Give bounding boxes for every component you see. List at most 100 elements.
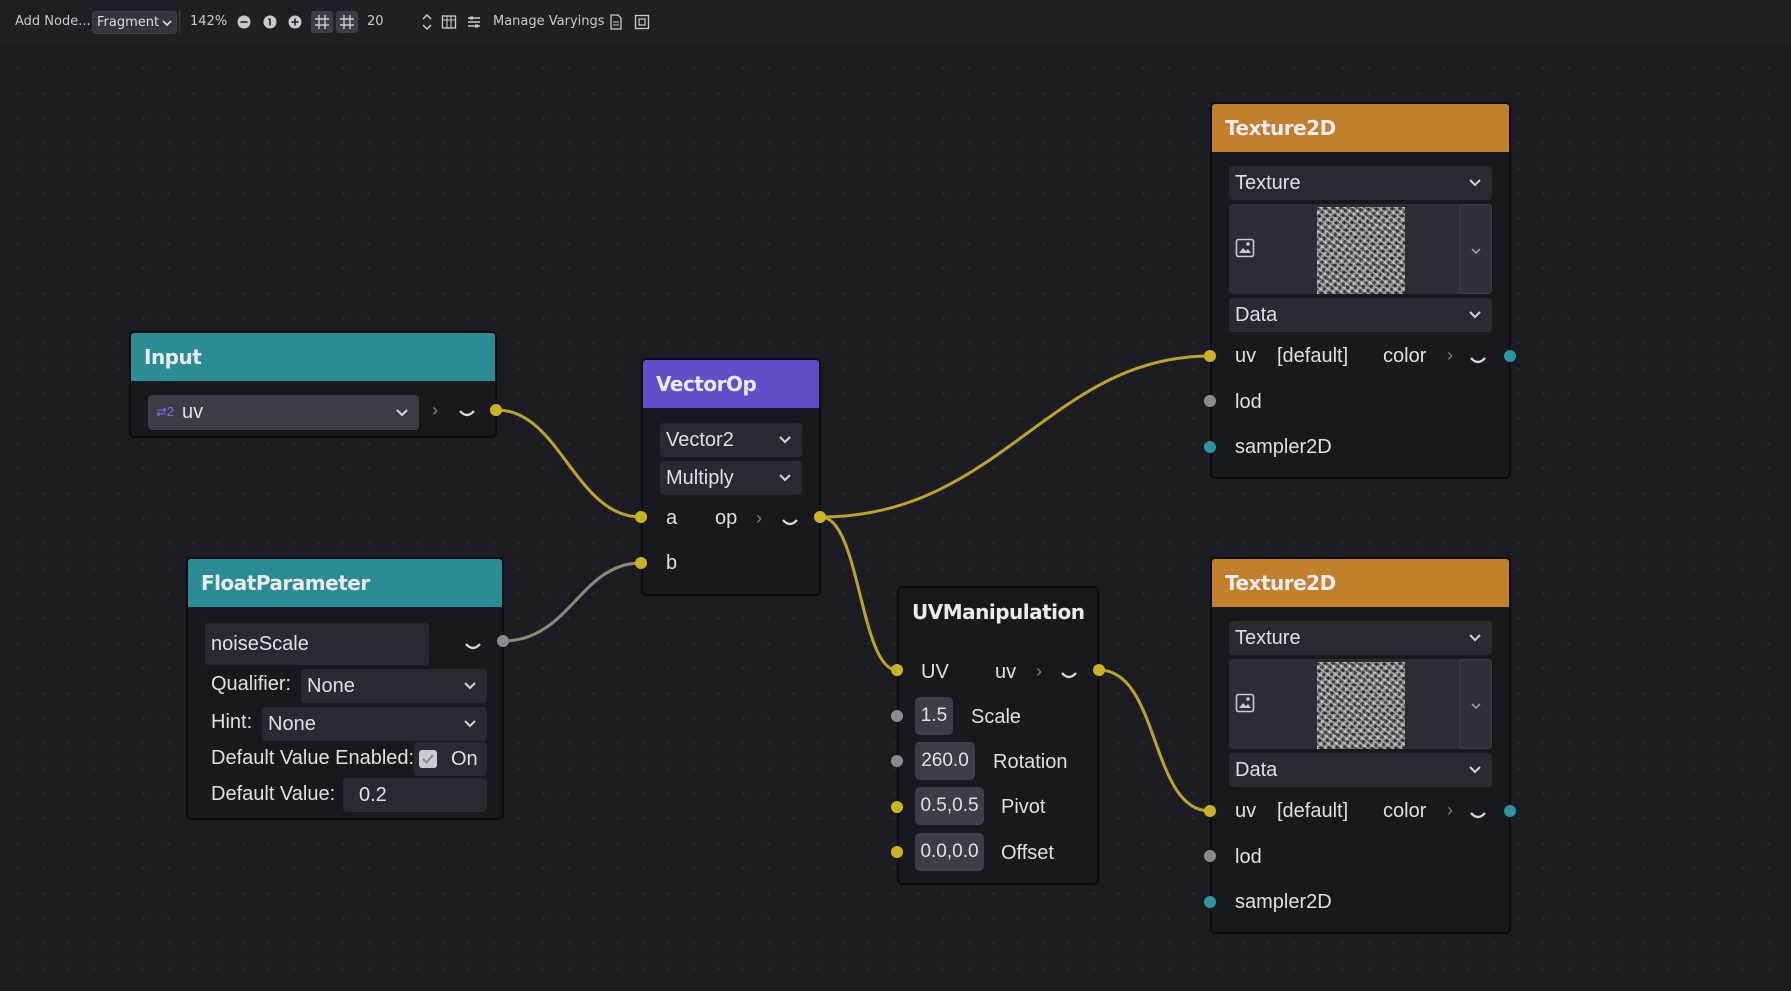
texture-options-button[interactable] <box>1459 659 1492 749</box>
parameter-name-value: noiseScale <box>211 633 309 655</box>
default-value-input[interactable]: 0.2 <box>343 778 487 812</box>
float-parameter-node[interactable]: FloatParameter noiseScale Qualifier: Non… <box>186 557 504 820</box>
grid-size-input[interactable]: 20 <box>367 14 384 29</box>
texture-top-lod-port[interactable] <box>1204 395 1216 407</box>
uv-input-label: UV <box>921 661 949 683</box>
texture-preview[interactable] <box>1229 659 1492 749</box>
output-menu-icon[interactable] <box>458 408 476 420</box>
texture-bottom-uv-port[interactable] <box>1204 805 1216 817</box>
chevron-down-icon <box>1470 243 1482 261</box>
texture-select[interactable]: Texture <box>1229 621 1492 655</box>
texture-select[interactable]: Texture <box>1229 166 1492 200</box>
texture-preview[interactable] <box>1229 204 1492 294</box>
qualifier-select[interactable]: None <box>301 669 487 703</box>
default-label: [default] <box>1277 345 1349 367</box>
rotation-input[interactable]: 260.0 <box>915 742 975 780</box>
chevron-right-icon[interactable]: › <box>1036 661 1042 681</box>
texture2d-node-bottom[interactable]: Texture2D Texture Data uv [default] colo… <box>1210 557 1511 934</box>
add-node-button[interactable]: Add Node... <box>15 14 91 29</box>
vectorop-input-b-port[interactable] <box>635 557 647 569</box>
chevron-down-icon <box>463 707 477 741</box>
connection-input-to-vectorop[interactable] <box>496 408 642 519</box>
texture2d-node-top[interactable]: Texture2D Texture Data uv [default] colo… <box>1210 102 1511 479</box>
vectorop-output-port[interactable] <box>814 511 826 523</box>
node-title: UVManipulation <box>912 600 1085 624</box>
uvmanipulation-node[interactable]: UVManipulation UV uv › 1.5 Scale 260.0 R… <box>897 586 1099 885</box>
default-value-label: Default Value: <box>211 783 336 805</box>
input-variable-select[interactable]: ⇄2 uv <box>148 395 419 430</box>
chevron-down-icon <box>463 669 477 703</box>
toolbar-divider <box>179 10 180 34</box>
vectorop-node[interactable]: VectorOp Vector2 Multiply a op › b <box>641 358 821 596</box>
qualifier-label: Qualifier: <box>211 673 292 695</box>
texture-top-color-port[interactable] <box>1504 350 1516 362</box>
manage-varyings-button[interactable]: Manage Varyings <box>493 14 605 29</box>
rotation-label: Rotation <box>993 751 1068 773</box>
chevron-right-icon[interactable]: › <box>756 508 762 528</box>
output-menu-icon[interactable] <box>1469 810 1487 822</box>
uvmanip-offset-port[interactable] <box>891 846 903 858</box>
texture-top-uv-port[interactable] <box>1204 350 1216 362</box>
uvmanip-rotation-port[interactable] <box>891 755 903 767</box>
grid-show-icon[interactable] <box>336 11 358 33</box>
pivot-label: Pivot <box>1001 796 1046 818</box>
offset-input[interactable]: 0.0,0.0 <box>915 833 984 871</box>
data-select-value: Data <box>1235 759 1278 781</box>
output-menu-icon[interactable] <box>464 641 482 653</box>
texture-bottom-lod-port[interactable] <box>1204 850 1216 862</box>
output-menu-icon[interactable] <box>1060 670 1078 682</box>
lod-input-label: lod <box>1235 846 1262 868</box>
data-select[interactable]: Data <box>1229 298 1492 332</box>
data-select[interactable]: Data <box>1229 753 1492 787</box>
zoom-in-icon[interactable] <box>287 14 303 30</box>
zoom-reset-icon[interactable] <box>262 14 278 30</box>
chevron-down-icon <box>1468 621 1482 655</box>
parameter-name-input[interactable]: noiseScale <box>205 623 429 665</box>
output-menu-icon[interactable] <box>781 517 799 529</box>
chevron-right-icon[interactable]: › <box>1447 345 1453 365</box>
texture-top-sampler-port[interactable] <box>1204 441 1216 453</box>
texture-options-button[interactable] <box>1459 204 1492 294</box>
image-icon[interactable] <box>1235 693 1255 718</box>
texture-select-value: Texture <box>1235 172 1301 194</box>
operation-select[interactable]: Multiply <box>660 461 802 495</box>
chevron-right-icon[interactable]: › <box>432 400 438 420</box>
vector-type-select[interactable]: Vector2 <box>660 423 802 457</box>
texture-bottom-color-port[interactable] <box>1504 805 1516 817</box>
float-output-port[interactable] <box>497 635 509 647</box>
grid-size-stepper-icon[interactable] <box>419 12 435 32</box>
input-a-label: a <box>666 507 678 529</box>
stage-select-value: Fragment <box>97 15 160 30</box>
chevron-right-icon[interactable]: › <box>1447 800 1453 820</box>
image-icon[interactable] <box>1235 238 1255 263</box>
connection-float-to-vectorop[interactable] <box>502 561 642 643</box>
zoom-out-icon[interactable] <box>236 14 252 30</box>
texture-thumbnail <box>1317 662 1405 749</box>
checkbox-icon[interactable] <box>419 750 437 768</box>
uvmanip-uv-output-port[interactable] <box>1093 664 1105 676</box>
document-icon[interactable] <box>608 14 624 30</box>
stage-select[interactable]: Fragment <box>92 11 177 34</box>
connection-vectorop-to-texture[interactable] <box>820 354 1211 519</box>
uvmanip-scale-port[interactable] <box>891 710 903 722</box>
input-output-port[interactable] <box>490 404 502 416</box>
arrange-icon[interactable] <box>466 14 482 30</box>
default-enabled-toggle[interactable]: On <box>414 742 487 776</box>
vector-type-value: Vector2 <box>666 429 734 451</box>
uvmanip-pivot-port[interactable] <box>891 801 903 813</box>
output-menu-icon[interactable] <box>1469 355 1487 367</box>
pivot-input[interactable]: 0.5,0.5 <box>915 787 984 825</box>
grid-snap-icon[interactable] <box>311 11 333 33</box>
scale-input[interactable]: 1.5 <box>915 697 953 735</box>
hint-select[interactable]: None <box>262 707 487 741</box>
connection-uvmanip-to-texture[interactable] <box>1098 668 1211 813</box>
frame-icon[interactable] <box>634 14 650 30</box>
uvmanip-uv-input-port[interactable] <box>891 664 903 676</box>
vectorop-input-a-port[interactable] <box>635 511 647 523</box>
minimap-icon[interactable] <box>441 14 457 30</box>
texture-bottom-sampler-port[interactable] <box>1204 896 1216 908</box>
input-node[interactable]: Input ⇄2 uv › <box>129 331 497 438</box>
uv-output-label: uv <box>995 661 1017 683</box>
connection-vectorop-to-uvmanip[interactable] <box>820 515 898 672</box>
